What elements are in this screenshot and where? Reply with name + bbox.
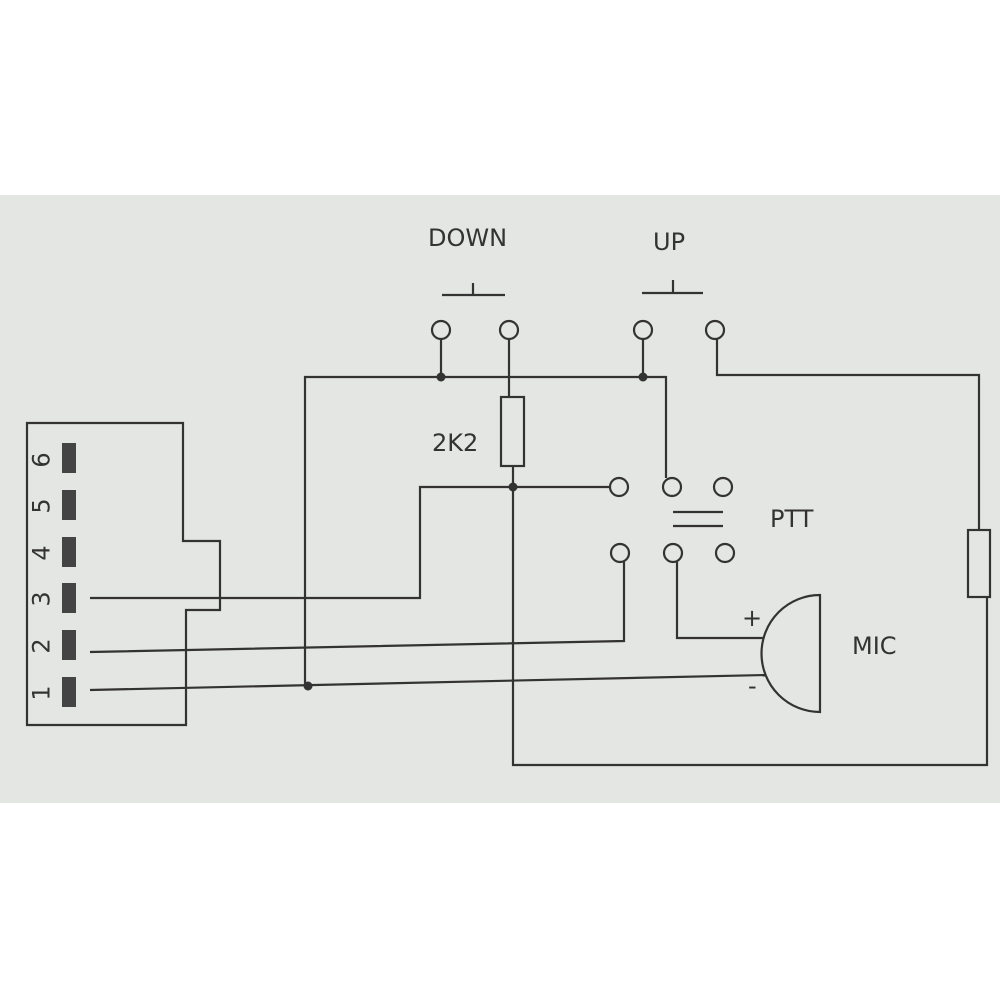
pin-label-5: 5 [27, 498, 56, 514]
wire-pin2 [89, 562, 626, 654]
wire-mic-plus [675, 562, 765, 640]
paper-background [0, 195, 1000, 803]
pin-1 [62, 677, 76, 707]
wire-down-resistor [507, 339, 989, 767]
ptt-label: PTT [770, 505, 814, 533]
switch-terminals [430, 319, 736, 564]
wire-common [303, 339, 668, 686]
resistor-2k2 [499, 395, 526, 468]
mic-minus-label: - [748, 672, 757, 700]
wire-pin1 [89, 673, 766, 692]
wire-pin3 [90, 485, 610, 600]
mic-label: MIC [852, 632, 897, 660]
down-label: DOWN [428, 224, 508, 252]
mic-plus-label: + [742, 604, 763, 632]
pin-3 [62, 583, 76, 613]
up-switch-actuator [642, 280, 703, 295]
connector-pins [62, 443, 76, 707]
up-label: UP [653, 228, 686, 256]
pin-4 [62, 537, 76, 567]
pin-label-1: 1 [27, 685, 56, 701]
pin-label-2: 2 [27, 638, 56, 654]
pin-label-6: 6 [27, 452, 56, 468]
pin-label-3: 3 [27, 591, 56, 607]
pin-6 [62, 443, 76, 473]
resistor-label: 2K2 [432, 429, 479, 457]
mic-symbol [760, 593, 822, 714]
pin-2 [62, 630, 76, 660]
down-switch-actuator [442, 283, 505, 297]
junction-dots [303, 372, 648, 691]
ptt-contact-plates [673, 510, 723, 528]
connector-outline [25, 421, 222, 727]
resistor-right [966, 528, 992, 599]
pin-label-4: 4 [27, 545, 56, 561]
pin-5 [62, 490, 76, 520]
